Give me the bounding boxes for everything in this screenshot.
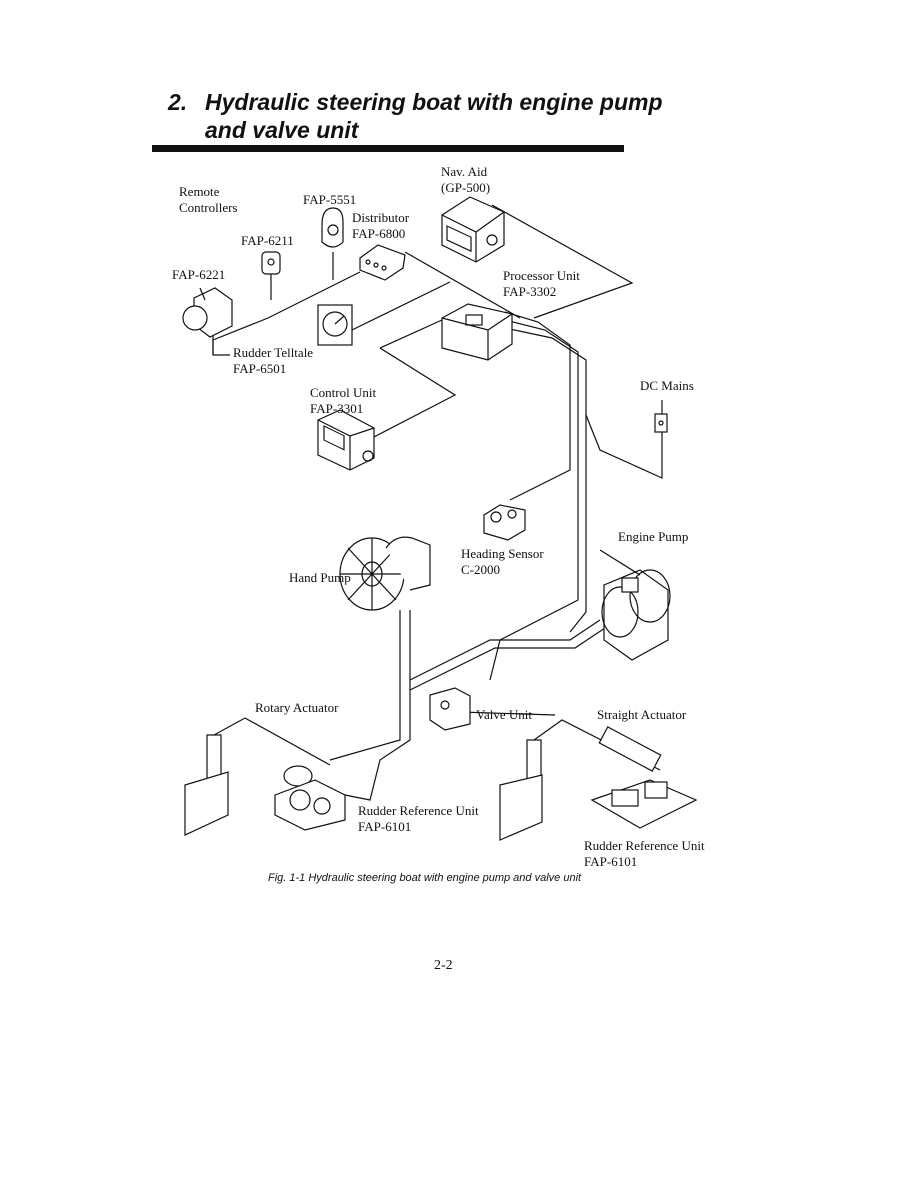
label-rudder-reference-right: Rudder Reference Unit FAP-6101 <box>584 838 705 869</box>
label-valve-unit: Valve Unit <box>476 707 532 722</box>
hand-pump-unit <box>339 536 431 611</box>
label-nav-aid: Nav. Aid (GP-500) <box>441 164 491 195</box>
label-remote-controllers: Remote Controllers <box>179 184 238 215</box>
cable-processor-a <box>504 311 571 501</box>
cable-distributor <box>404 251 521 319</box>
section-heading: 2. Hydraulic steering boat with engine pu… <box>168 88 663 144</box>
cable-dc <box>585 414 663 479</box>
section-number: 2. <box>168 89 188 115</box>
control-unit <box>317 409 375 471</box>
label-straight-actuator: Straight Actuator <box>597 707 687 722</box>
page-number: 2-2 <box>434 958 453 973</box>
straight-actuator-assembly <box>499 719 662 841</box>
label-control-unit: Control Unit FAP-3301 <box>310 385 377 416</box>
label-fap6211: FAP-6211 <box>241 233 294 248</box>
cable-control <box>379 319 443 349</box>
cable-control-link <box>371 347 457 439</box>
section-title-line2: and valve unit <box>205 117 359 143</box>
heading-sensor-unit <box>483 504 526 541</box>
cable-processor-b <box>489 319 579 681</box>
engine-pump-unit <box>599 549 671 661</box>
label-distributor: Distributor FAP-6800 <box>352 210 410 241</box>
hydraulic-line-c <box>409 619 601 681</box>
label-rotary-actuator: Rotary Actuator <box>255 700 339 715</box>
label-dc-mains: DC Mains <box>640 378 694 393</box>
figure-caption: Fig. 1-1 Hydraulic steering boat with en… <box>268 872 582 884</box>
label-engine-pump: Engine Pump <box>618 529 689 544</box>
rudder-telltale-unit <box>317 304 353 346</box>
rudder-reference-unit-right <box>590 779 698 829</box>
label-fap6221: FAP-6221 <box>172 267 226 282</box>
valve-unit <box>429 687 471 731</box>
hydraulic-line-d <box>409 627 606 691</box>
dc-mains-box <box>654 413 668 433</box>
hydraulic-line-a <box>329 610 401 761</box>
remote-fap6211 <box>261 251 281 300</box>
hydraulic-line-b <box>319 610 411 801</box>
cable-fap6221 <box>212 330 230 356</box>
label-hand-pump: Hand Pump <box>289 570 351 585</box>
remote-fap6221 <box>182 287 233 338</box>
cable-processor-c <box>504 327 587 633</box>
cable-telltale <box>351 281 451 331</box>
cable-nav-aid <box>491 204 634 319</box>
heading-rule <box>152 145 624 152</box>
label-fap5551: FAP-5551 <box>303 192 357 207</box>
processor-unit <box>441 303 513 361</box>
distributor-unit <box>359 244 406 281</box>
label-rudder-reference-left: Rudder Reference Unit FAP-6101 <box>358 803 479 834</box>
section-title-line1: Hydraulic steering boat with engine pump <box>205 89 663 115</box>
rudder-reference-unit-left <box>274 779 346 831</box>
nav-aid-unit <box>441 196 505 263</box>
remote-fap5551 <box>321 207 344 280</box>
label-heading-sensor: Heading Sensor C-2000 <box>461 546 544 577</box>
label-processor-unit: Processor Unit FAP-3302 <box>503 268 580 299</box>
label-rudder-telltale: Rudder Telltale FAP-6501 <box>233 345 314 376</box>
rotary-actuator-assembly <box>184 717 331 836</box>
hydraulic-line-e <box>459 711 556 716</box>
